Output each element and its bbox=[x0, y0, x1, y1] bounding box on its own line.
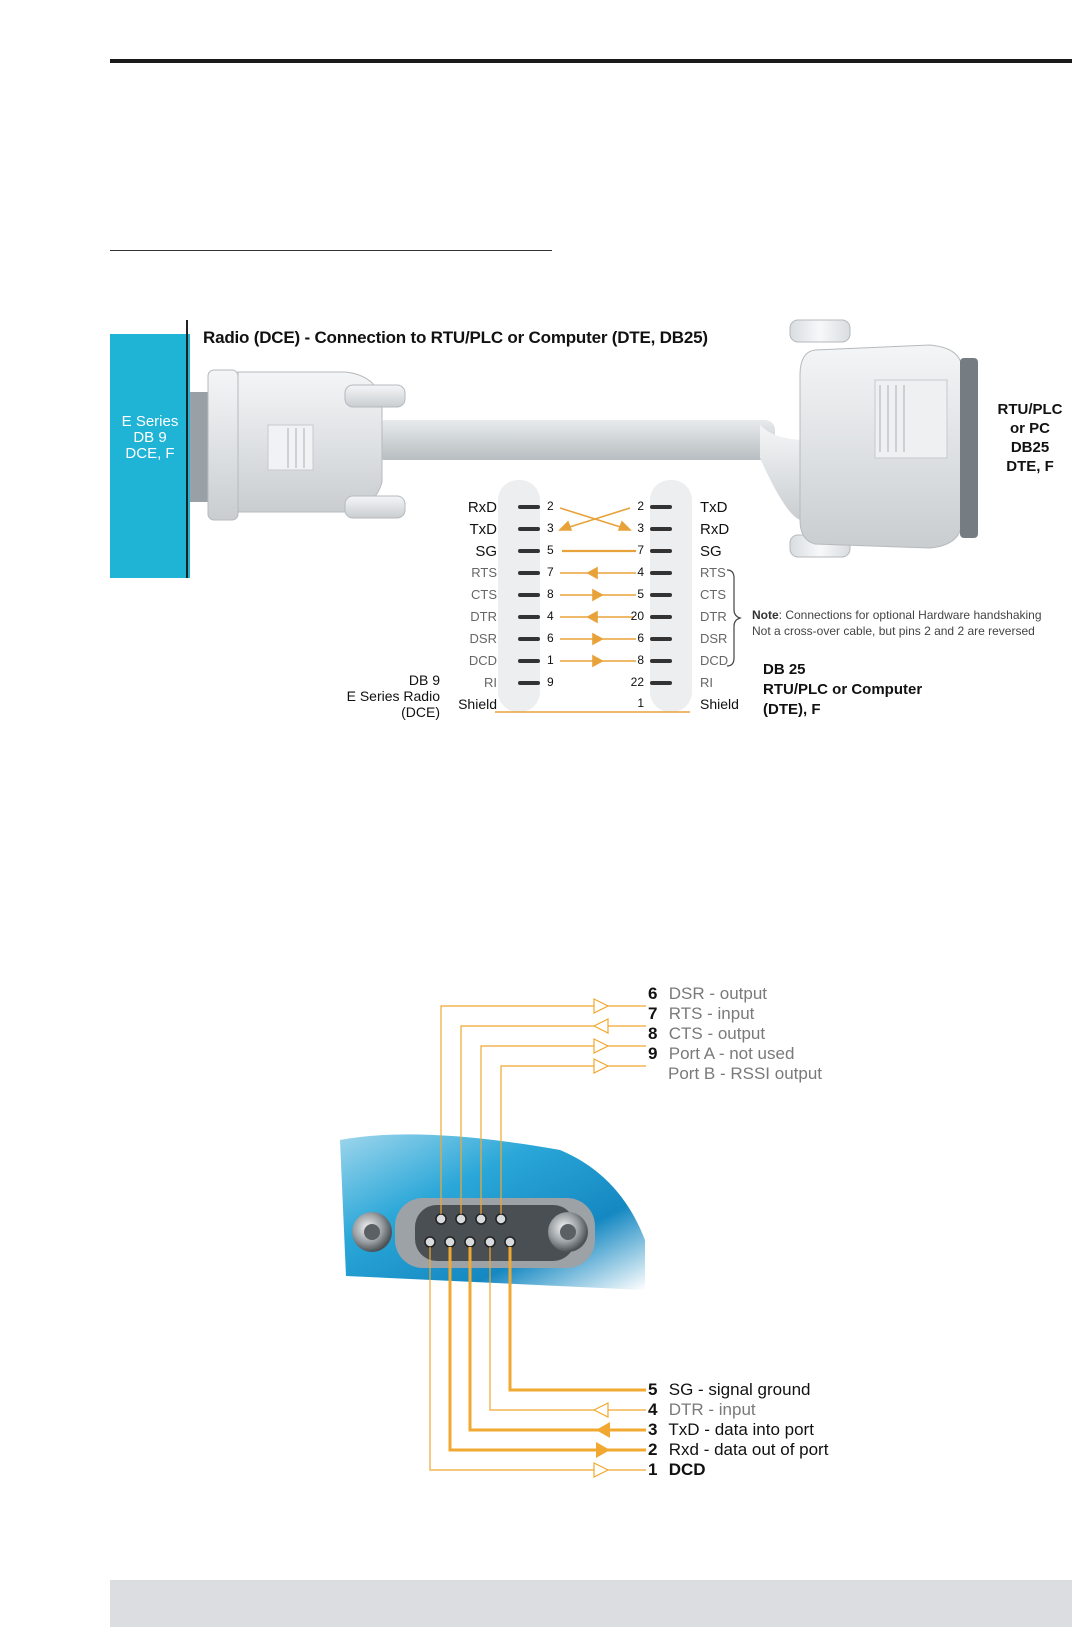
note-line-2: Not a cross-over cable, but pins 2 and 2… bbox=[752, 624, 1035, 638]
pin-number: 2 bbox=[648, 1440, 658, 1459]
db25-signal-label: SG bbox=[700, 543, 722, 560]
pinout-label-bottom: 3 TxD - data into port bbox=[648, 1420, 814, 1440]
db25-pin-number: 7 bbox=[637, 543, 644, 557]
db25-signal-label: TxD bbox=[700, 499, 728, 516]
rtu-label: RTU/PLC or PC DB25 DTE, F bbox=[997, 401, 1063, 475]
handshake-brace bbox=[726, 569, 742, 667]
db25-pin-number: 20 bbox=[630, 609, 644, 623]
pinout-label-bottom: 1 DCD bbox=[648, 1460, 706, 1480]
db25-pin-number: 22 bbox=[630, 675, 644, 689]
db25-signal-label: DSR bbox=[700, 631, 728, 646]
db25-signal-label: RTS bbox=[700, 565, 726, 580]
handshake-note: Note: Connections for optional Hardware … bbox=[752, 607, 1042, 639]
db9-signal-label: CTS bbox=[471, 587, 497, 602]
db25-signal-label: RI bbox=[700, 675, 713, 690]
pinout-label-top: 6 DSR - output bbox=[648, 984, 767, 1004]
db9-pin-number: 2 bbox=[547, 499, 554, 513]
db9-caption: DB 9 E Series Radio (DCE) bbox=[346, 672, 440, 720]
db9-pinout-illustration bbox=[340, 998, 646, 1478]
db25-pin-number: 5 bbox=[637, 587, 644, 601]
pin-number: 7 bbox=[648, 1004, 658, 1023]
pinout-label-bottom: 4 DTR - input bbox=[648, 1400, 756, 1420]
db9-signal-label: DTR bbox=[470, 609, 497, 624]
pin-number: 4 bbox=[648, 1400, 658, 1419]
db9-pin-number: 1 bbox=[547, 653, 554, 667]
db25-signal-label: DTR bbox=[700, 609, 727, 624]
db9-pin-number: 5 bbox=[547, 543, 554, 557]
radio-panel bbox=[110, 334, 190, 578]
db9-pin-number: 9 bbox=[547, 675, 554, 689]
pin-number: 1 bbox=[648, 1460, 658, 1479]
pin-number: 5 bbox=[648, 1380, 658, 1399]
db25-pin-number: 2 bbox=[637, 499, 644, 513]
pin-number: 8 bbox=[648, 1024, 658, 1043]
pin9-port-b-label: Port B - RSSI output bbox=[668, 1064, 823, 1083]
db25-pin-number: 1 bbox=[637, 696, 644, 710]
db9-pin-number: 6 bbox=[547, 631, 554, 645]
cable-diagram-title: Radio (DCE) - Connection to RTU/PLC or C… bbox=[203, 328, 708, 347]
wiring-lines bbox=[495, 507, 690, 713]
db25-pin-number: 6 bbox=[637, 631, 644, 645]
pin-number: 9 bbox=[648, 1044, 658, 1063]
db25-signal-label: CTS bbox=[700, 587, 726, 602]
pinout-label-bottom: 2 Rxd - data out of port bbox=[648, 1440, 828, 1460]
db9-pin-number: 4 bbox=[547, 609, 554, 623]
radio-panel-label: E Series DB 9 DCE, F bbox=[121, 413, 179, 462]
db9-signal-label: RTS bbox=[471, 565, 497, 580]
radio-panel-edge bbox=[186, 320, 188, 578]
db25-signal-label: DCD bbox=[700, 653, 729, 668]
pin-number: 3 bbox=[648, 1420, 658, 1439]
pin-description: DTR - input bbox=[668, 1400, 756, 1419]
note-line-1: : Connections for optional Hardware hand… bbox=[778, 608, 1042, 622]
note-label: Note bbox=[752, 608, 779, 622]
db25-caption: DB 25 RTU/PLC or Computer (DTE), F bbox=[763, 661, 923, 718]
pinout-label-top: 8 CTS - output bbox=[648, 1024, 765, 1044]
db25-signal-label: RxD bbox=[700, 521, 730, 538]
db9-pin-number: 3 bbox=[547, 521, 554, 535]
pin-description: DSR - output bbox=[668, 984, 767, 1003]
pin-description: Rxd - data out of port bbox=[668, 1440, 829, 1459]
db25-pin-number: 4 bbox=[637, 565, 644, 579]
db9-signal-label: RI bbox=[484, 675, 497, 690]
pinout-label-bottom: 5 SG - signal ground bbox=[648, 1380, 810, 1400]
db9-signal-label: RxD bbox=[467, 499, 497, 516]
cable bbox=[375, 420, 775, 460]
section-rule bbox=[110, 250, 552, 251]
footer-bar bbox=[110, 1580, 1072, 1627]
db25-connector bbox=[760, 319, 978, 558]
pin-description: CTS - output bbox=[668, 1024, 766, 1043]
pin-description: Port A - not used bbox=[668, 1044, 795, 1063]
db9-pin-number: 8 bbox=[547, 587, 554, 601]
pin-description: TxD - data into port bbox=[668, 1420, 814, 1439]
db9-signal-label: SG bbox=[475, 543, 497, 560]
header-rule bbox=[110, 59, 1072, 63]
pinout-label-top: 9 Port A - not used bbox=[648, 1044, 794, 1064]
db9-signal-label: DSR bbox=[469, 631, 497, 646]
pin-bars bbox=[518, 505, 672, 685]
pin-description: RTS - input bbox=[668, 1004, 755, 1023]
db25-pin-number: 8 bbox=[637, 653, 644, 667]
db9-signal-label: DCD bbox=[468, 653, 497, 668]
db9-connector bbox=[190, 369, 406, 521]
pinout-label-top: 7 RTS - input bbox=[648, 1004, 754, 1024]
pin-number: 6 bbox=[648, 984, 658, 1003]
pin-description: SG - signal ground bbox=[668, 1380, 811, 1399]
db9-pin-number: 7 bbox=[547, 565, 554, 579]
db25-pin-number: 3 bbox=[637, 521, 644, 535]
db9-signal-label: TxD bbox=[469, 521, 498, 538]
db9-signal-label: Shield bbox=[458, 696, 497, 712]
pin-description: DCD bbox=[668, 1460, 706, 1479]
db25-signal-label: Shield bbox=[700, 696, 739, 712]
cable-illustration bbox=[190, 319, 978, 713]
